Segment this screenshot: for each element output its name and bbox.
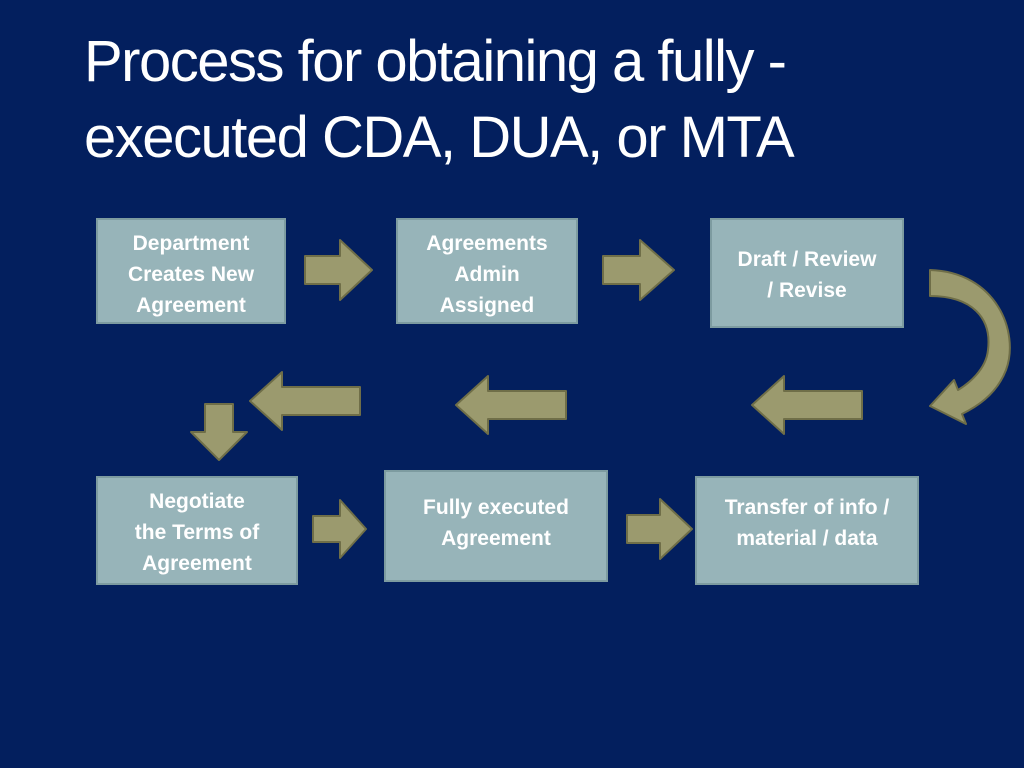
arrow-right-icon: [312, 499, 367, 559]
arrow-right-icon: [626, 498, 693, 560]
box-fully-executed: Fully executed Agreement: [384, 470, 608, 582]
curved-arrow-icon: [929, 269, 1011, 425]
arrow-right-icon: [304, 239, 373, 301]
box-label-line: material / data: [736, 527, 878, 550]
box-label-line: Department: [132, 232, 250, 255]
box-label-line: the Terms of: [134, 521, 260, 544]
arrow-down-icon: [190, 403, 248, 461]
box-label-line: Negotiate: [149, 490, 245, 513]
box-label-line: Agreement: [142, 552, 252, 575]
box-label-line: Admin: [454, 263, 520, 286]
box-draft-review: Draft / Review / Revise: [710, 218, 904, 328]
box-label-line: Agreement: [136, 294, 246, 317]
slide-title: Process for obtaining a fully - executed…: [84, 24, 984, 176]
box-department-creates: Department Creates New Agreement: [96, 218, 286, 324]
box-label-line: Draft / Review: [737, 248, 877, 271]
slide-title-line-1: Process for obtaining a fully -: [84, 29, 787, 94]
box-admin-assigned: Agreements Admin Assigned: [396, 218, 578, 324]
box-label-line: Transfer of info /: [724, 496, 890, 519]
arrow-left-icon: [455, 375, 567, 435]
box-negotiate: Negotiate the Terms of Agreement: [96, 476, 298, 585]
box-transfer: Transfer of info / material / data: [695, 476, 919, 585]
box-label-line: Creates New: [127, 263, 255, 286]
arrow-left-icon: [751, 375, 863, 435]
box-label-line: Fully executed: [423, 496, 569, 519]
slide-title-line-2: executed CDA, DUA, or MTA: [84, 105, 795, 170]
box-label-line: Assigned: [439, 294, 535, 317]
box-label-line: / Revise: [767, 279, 847, 302]
box-label-line: Agreement: [441, 527, 551, 550]
arrow-left-icon: [249, 371, 361, 431]
box-label-line: Agreements: [426, 232, 548, 255]
arrow-right-icon: [602, 239, 675, 301]
